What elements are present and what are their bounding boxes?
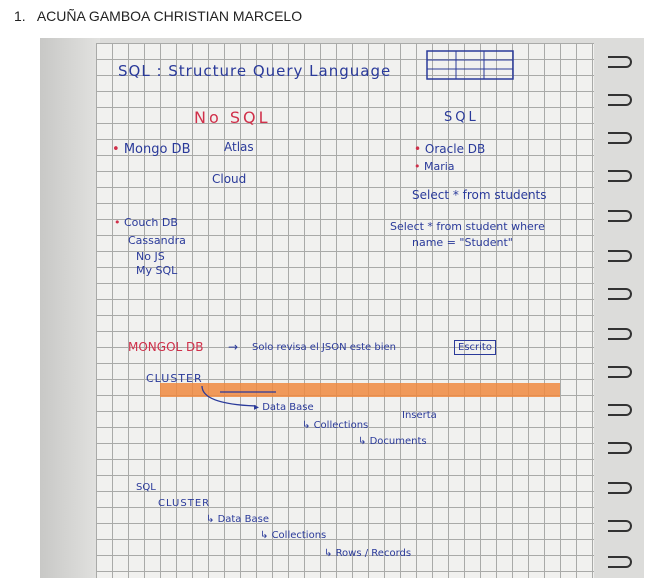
spiral-binding (604, 38, 644, 578)
cluster-arrow-sketch (201, 385, 276, 407)
sql-label-2: SQL (136, 482, 156, 493)
collections-text: ↳ Collections (302, 420, 369, 431)
select-query-1: Select * from students (412, 188, 547, 202)
select-query-2: Select * from student where (390, 220, 545, 233)
documents-text: ↳ Documents (358, 436, 427, 447)
sql-heading: SQL (444, 110, 479, 125)
rows-text: ↳ Rows / Records (324, 548, 412, 559)
cloud-text: Cloud (212, 172, 247, 186)
ring (608, 366, 632, 378)
ring (608, 520, 632, 532)
couch-item: • Couch DB (114, 216, 178, 229)
ring (608, 442, 632, 454)
notes-title: SQL : Structure Query Language (118, 62, 392, 80)
table-sketch (426, 50, 514, 80)
ring (608, 250, 632, 262)
nosql-heading: No SQL (194, 108, 271, 127)
collections-text-2: ↳ Collections (260, 530, 327, 541)
grid-paper (96, 43, 594, 578)
student-name: ACUÑA GAMBOA CHRISTIAN MARCELO (36, 8, 303, 24)
ring (608, 556, 632, 568)
escrito-box: Escrito (454, 340, 496, 355)
notebook-photo: SQL : Structure Query Language No SQL SQ… (40, 38, 644, 578)
database-text-2: ↳ Data Base (206, 514, 269, 525)
cluster-label: CLUSTER (146, 372, 203, 385)
mysql-text: My SQL (136, 264, 178, 277)
highlighter-stroke (160, 383, 560, 397)
list-number: 1. (14, 8, 26, 24)
mongo-item: • Mongo DB (112, 142, 191, 157)
atlas-text: Atlas (224, 140, 254, 154)
maria-item: • Maria (414, 160, 455, 173)
ring (608, 56, 632, 68)
ring (608, 288, 632, 300)
select-query-3: name = "Student" (412, 236, 513, 249)
photo-shadow (40, 38, 100, 578)
mongodb-label: MONGOL DB (128, 340, 204, 354)
list-item: 1. ACUÑA GAMBOA CHRISTIAN MARCELO (14, 8, 302, 24)
ring (608, 170, 632, 182)
cassandra-text: Cassandra (128, 234, 186, 247)
ring (608, 94, 632, 106)
ring (608, 328, 632, 340)
ring (608, 210, 632, 222)
ring (608, 482, 632, 494)
mongodb-arrow: → (228, 340, 239, 354)
oracle-item: • Oracle DB (414, 142, 486, 156)
inserta-text: Inserta (402, 410, 437, 421)
ring (608, 404, 632, 416)
nojs-text: No JS (136, 250, 165, 263)
ring (608, 132, 632, 144)
cluster-label-2: CLUSTER (158, 498, 211, 509)
database-text: ▸ Data Base (254, 402, 314, 413)
mongodb-note: Solo revisa el JSON este bien (252, 342, 396, 353)
